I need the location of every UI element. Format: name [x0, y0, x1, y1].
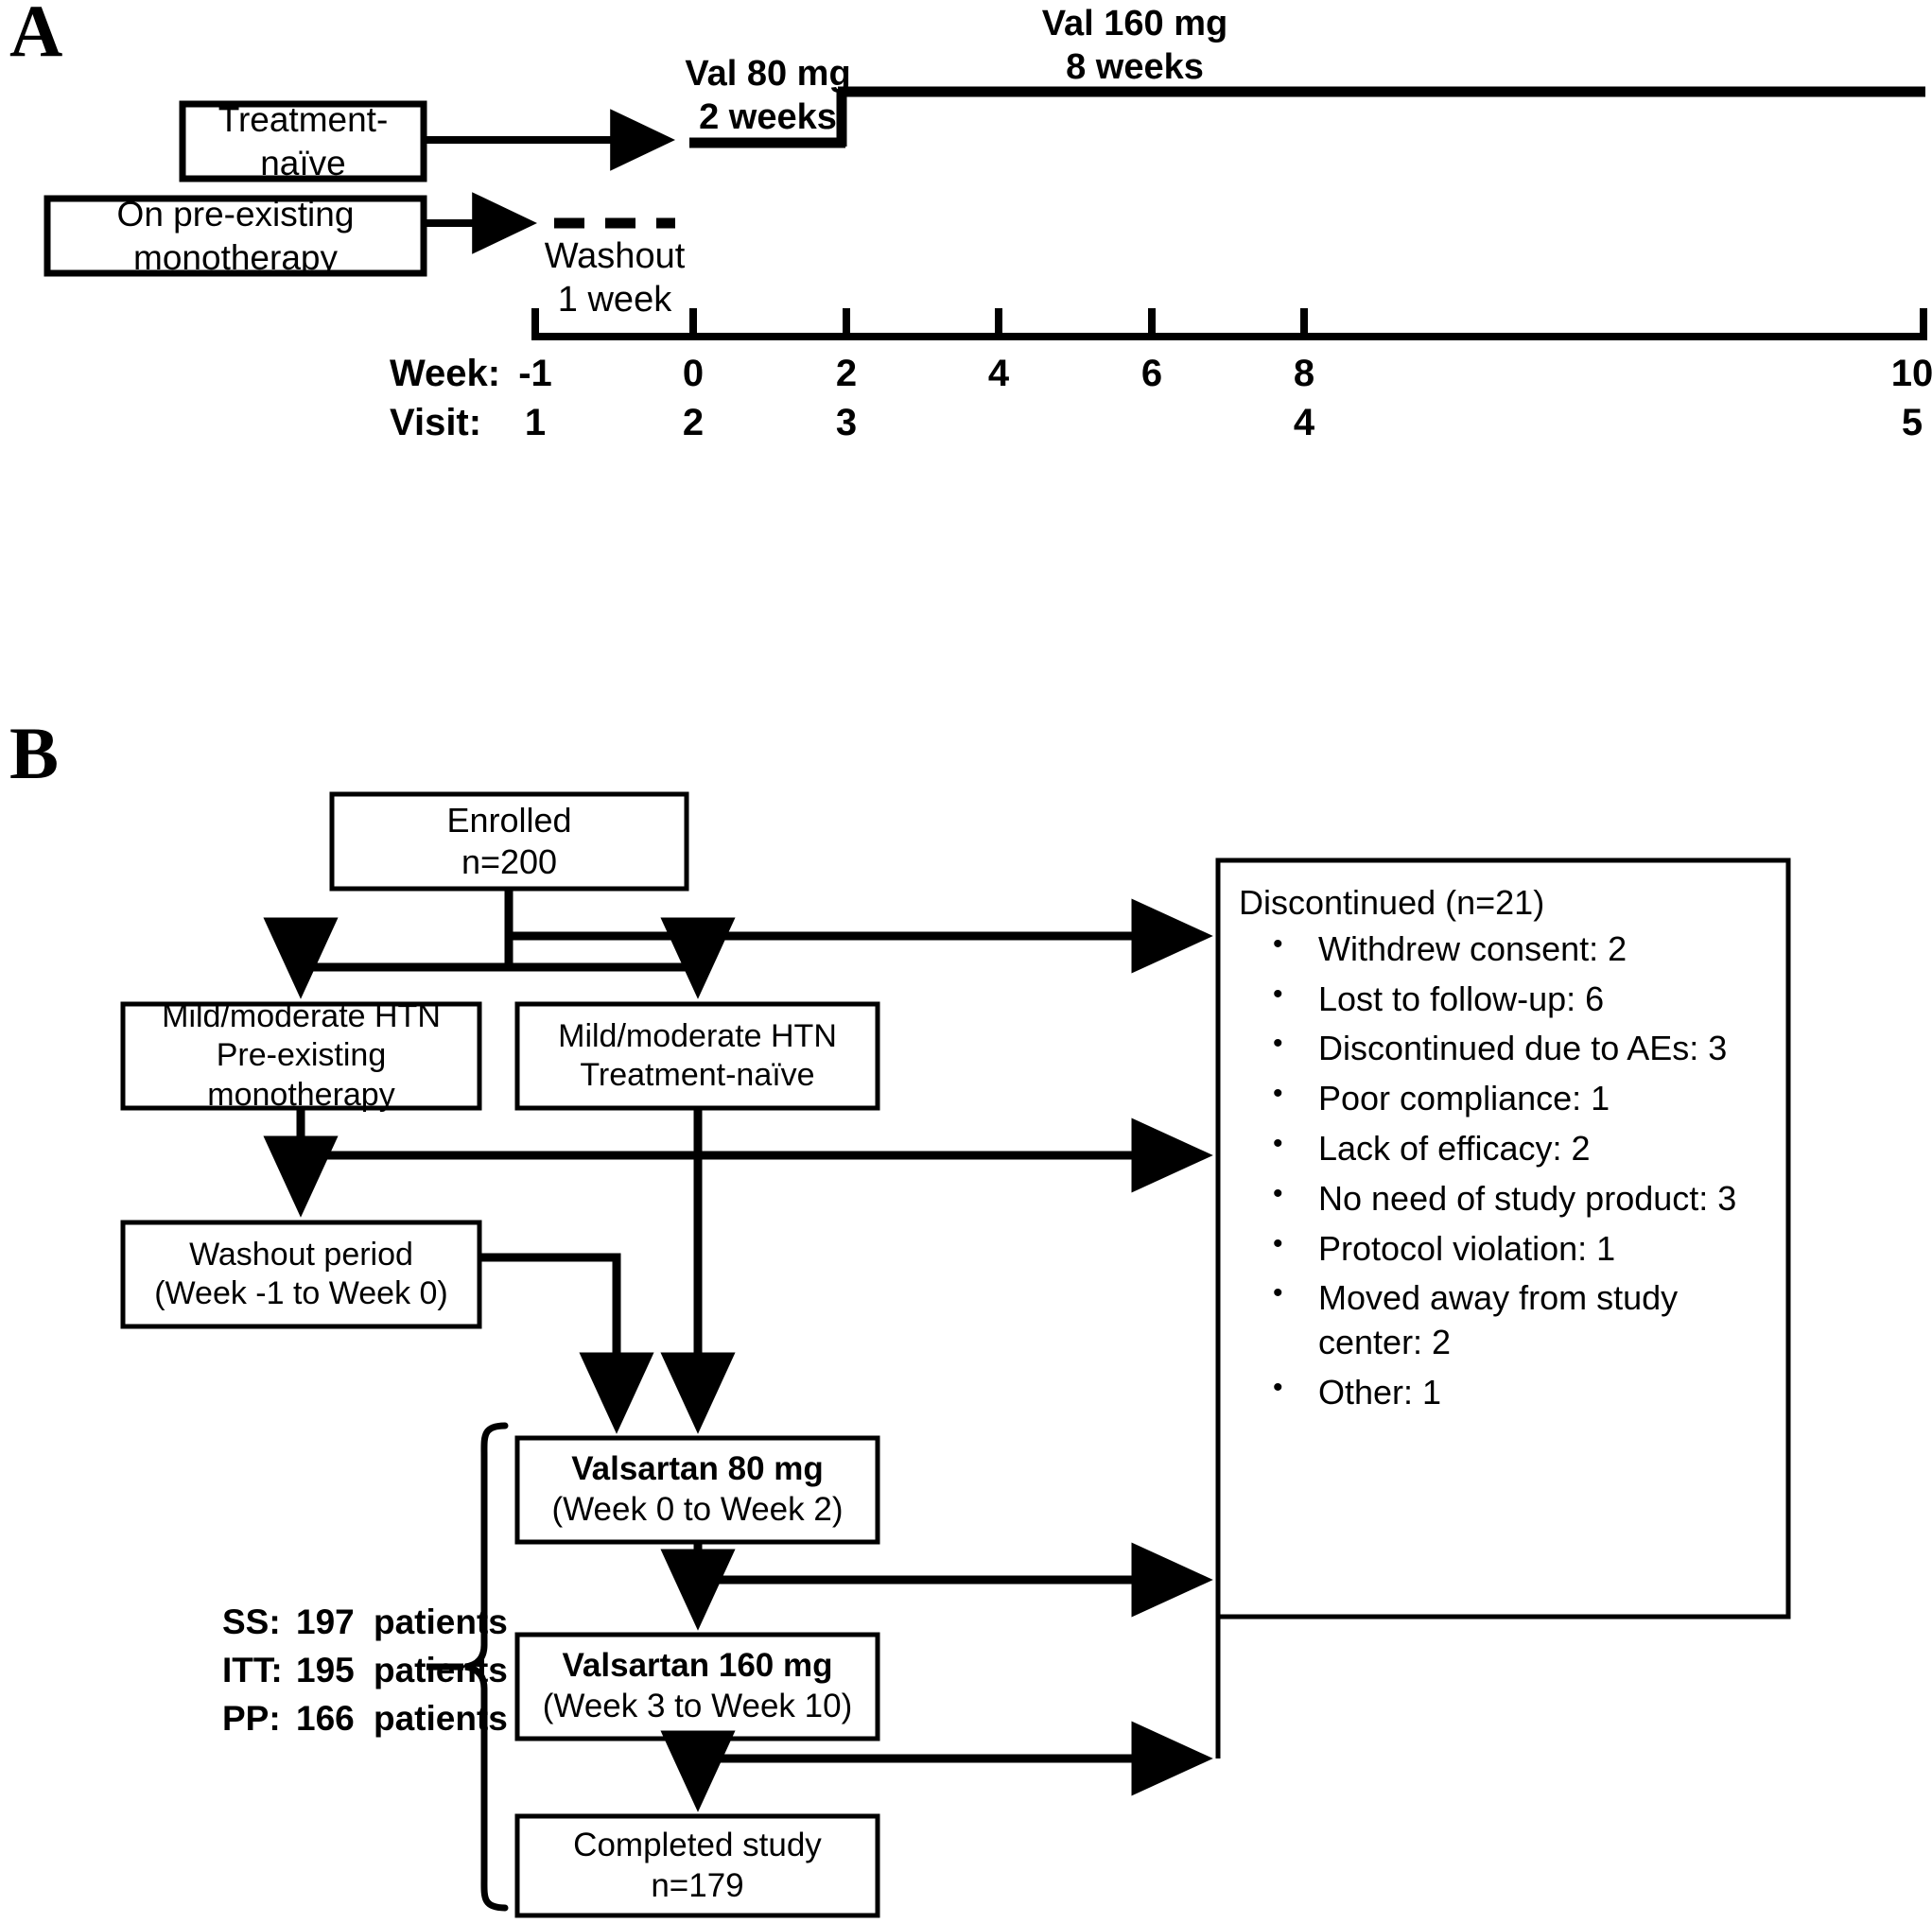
panel-a-val160-caption: Val 160 mg 8 weeks: [1042, 3, 1227, 89]
panel-b-discontinued-reason: Protocol violation: 1: [1273, 1225, 1778, 1272]
panel-a-week-tick-label: 0: [682, 353, 705, 394]
panel-b-box-val80-line2: (Week 0 to Week 2): [551, 1491, 844, 1528]
panel-a-washout-caption-line1: Washout: [544, 236, 686, 276]
panel-b-discontinued-reason: Discontinued due to AEs: 3: [1273, 1025, 1778, 1071]
panel-a-visit-tick-label: 5: [1901, 402, 1923, 443]
panel-b-discontinued-reason: No need of study product: 3: [1273, 1175, 1778, 1221]
panel-a-val160-caption-line1: Val 160 mg: [1041, 4, 1228, 43]
panel-b-discontinued-reason: Other: 1: [1273, 1369, 1778, 1415]
panel-b-analysis-set-row: PP: 166 patients: [222, 1694, 508, 1742]
panel-a-box-treatment-naive-label: Treatment-naïve: [218, 100, 389, 182]
panel-a-val160-caption-line2: 8 weeks: [1066, 46, 1204, 87]
panel-b-analysis-sets: SS: 197 patients ITT: 195 patients PP: 166 pat…: [222, 1598, 508, 1742]
panel-a-week-tick-label: 4: [987, 353, 1010, 394]
panel-b-discontinued-reason: Poor compliance: 1: [1273, 1075, 1778, 1121]
panel-b-analysis-set-abbr: PP:: [222, 1699, 281, 1739]
panel-a-week-tick-label: -1: [518, 353, 552, 394]
panel-b-analysis-set-abbr: SS:: [222, 1602, 281, 1641]
panel-b-box-naive: Mild/moderate HTN Treatment-naïve: [517, 1004, 878, 1108]
panel-b-analysis-set-row: SS: 197 patients: [222, 1598, 508, 1646]
panel-a-week-tick-label: 10: [1890, 353, 1932, 394]
panel-b-analysis-set-unit: patients: [374, 1602, 508, 1641]
panel-a-week-tick-label: 2: [835, 353, 858, 394]
panel-b-discontinued-reason: Lost to follow-up: 6: [1273, 976, 1778, 1022]
panel-b-analysis-set-unit: patients: [374, 1651, 508, 1690]
panel-b-box-naive-line2: Treatment-naïve: [580, 1057, 815, 1093]
panel-a-val80-caption-line1: Val 80 mg: [685, 54, 851, 94]
panel-b-analysis-set-count: 197: [296, 1602, 355, 1641]
panel-b-box-val160-line2: (Week 3 to Week 10): [542, 1688, 853, 1724]
panel-a-label: A: [9, 0, 63, 72]
panel-b-connector-enrolled-split-right: [509, 917, 736, 999]
panel-b-connector-washout-to-val80: [479, 1253, 654, 1434]
panel-b-discontinued-reason: Moved away from study center: 2: [1273, 1274, 1778, 1365]
panel-b-analysis-set-count: 195: [296, 1651, 355, 1690]
panel-b-discontinued-content: Discontinued (n=21) Withdrew consent: 2 …: [1239, 881, 1778, 1421]
panel-a-visit-row-label: Visit:: [390, 402, 482, 443]
panel-a-box-monotherapy: On pre-existing monotherapy: [47, 195, 424, 276]
panel-a-box-monotherapy-label: On pre-existing monotherapy: [116, 195, 355, 277]
panel-b-discontinued-title: Discontinued (n=21): [1239, 883, 1545, 922]
panel-b-box-val160: Valsartan 160 mg (Week 3 to Week 10): [517, 1635, 878, 1739]
panel-b-box-val80: Valsartan 80 mg (Week 0 to Week 2): [517, 1438, 878, 1542]
panel-b-box-enrolled: Enrolled n=200: [332, 794, 687, 889]
panel-b-box-val80-line1: Valsartan 80 mg: [571, 1450, 824, 1488]
panel-a-week-tick-label: 8: [1293, 353, 1315, 394]
panel-a-visit-tick-label: 1: [524, 402, 547, 443]
panel-b-analysis-set-abbr: ITT:: [222, 1651, 283, 1690]
panel-b-box-washout: Washout period (Week -1 to Week 0): [123, 1222, 479, 1326]
panel-a-box-treatment-naive: Treatment-naïve: [183, 100, 424, 182]
panel-a-washout-caption: Washout 1 week: [545, 234, 686, 322]
panel-b-box-enrolled-line1: Enrolled: [446, 801, 572, 840]
panel-a-visit-tick-label: 2: [682, 402, 705, 443]
panel-a-visit-tick-label: 4: [1293, 402, 1315, 443]
panel-b-analysis-set-row: ITT: 195 patients: [222, 1646, 508, 1694]
panel-a-visit-tick-label: 3: [835, 402, 858, 443]
panel-a-val80-caption: Val 80 mg 2 weeks: [685, 53, 850, 139]
panel-b-box-completed-line1: Completed study: [573, 1826, 822, 1863]
panel-b-box-naive-line1: Mild/moderate HTN: [558, 1017, 837, 1054]
panel-b-analysis-set-unit: patients: [374, 1699, 508, 1739]
panel-a-val80-caption-line2: 2 weeks: [699, 96, 837, 137]
panel-b-box-completed-line2: n=179: [651, 1866, 744, 1904]
panel-b-box-washout-line2: (Week -1 to Week 0): [154, 1275, 448, 1311]
panel-b-box-monotherapy: Mild/moderate HTN Pre-existing monothera…: [123, 998, 479, 1113]
panel-b-box-val160-line1: Valsartan 160 mg: [562, 1647, 833, 1685]
panel-b-discontinued-reason: Withdrew consent: 2: [1273, 926, 1778, 972]
panel-b-discontinued-reason-list: Withdrew consent: 2 Lost to follow-up: 6…: [1239, 926, 1778, 1415]
panel-b-box-monotherapy-line1: Mild/moderate HTN: [162, 997, 441, 1034]
panel-b-box-washout-line1: Washout period: [189, 1236, 413, 1273]
panel-b-discontinued-reason: Lack of efficacy: 2: [1273, 1125, 1778, 1171]
panel-a-week-tick-label: 6: [1140, 353, 1163, 394]
panel-a-washout-caption-line2: 1 week: [557, 280, 672, 320]
panel-b-box-enrolled-line2: n=200: [461, 842, 558, 881]
panel-b-analysis-set-count: 166: [296, 1699, 355, 1739]
panel-b-box-monotherapy-line2: Pre-existing monotherapy: [207, 1037, 395, 1113]
panel-b-box-completed: Completed study n=179: [517, 1816, 878, 1915]
panel-b-connector-enrolled-split-left: [263, 917, 513, 999]
panel-b-connector-enrolled-to-discontinued: [504, 889, 1213, 974]
panel-a-week-row-label: Week:: [390, 353, 501, 394]
panel-b-label: B: [9, 712, 60, 794]
